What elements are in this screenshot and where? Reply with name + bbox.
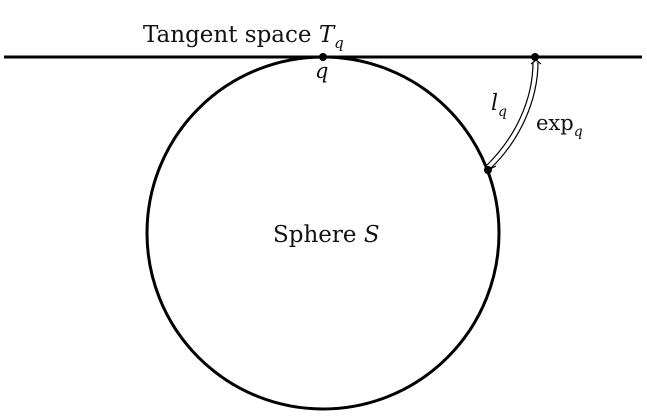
exp-map-subscript: q xyxy=(574,124,583,140)
tangent-space-subscript: q xyxy=(334,34,344,52)
log-map-symbol: l xyxy=(491,91,498,116)
tangent-space-text: Tangent space xyxy=(143,22,319,48)
point-q-label: q xyxy=(315,59,328,83)
exp-map-label: expq xyxy=(536,111,583,140)
log-map-subscript: q xyxy=(498,104,507,120)
sphere-text: Sphere xyxy=(273,222,364,248)
tangent-point-dot xyxy=(531,53,539,61)
log-map-label: lq xyxy=(491,91,507,120)
tangent-space-symbol: T xyxy=(319,22,336,48)
sphere-label: Sphere S xyxy=(273,222,380,248)
exp-map-arrow-inner xyxy=(485,61,534,167)
tangent-space-label: Tangent space Tq xyxy=(143,22,344,52)
exp-map-arrow-outer xyxy=(490,61,539,169)
point-q-dot xyxy=(319,53,327,61)
sphere-point-dot xyxy=(484,166,492,174)
sphere-symbol: S xyxy=(364,222,380,248)
exp-map-text: exp xyxy=(536,111,574,135)
